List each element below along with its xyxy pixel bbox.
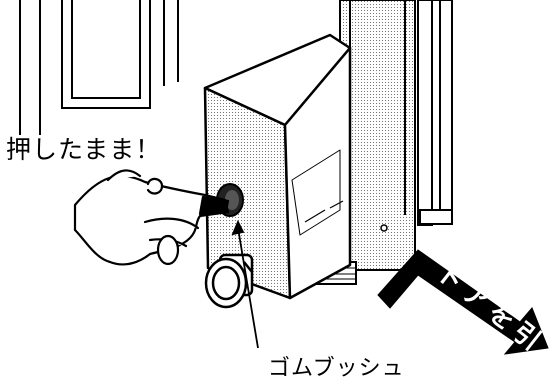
push-and-hold-label: 押したまま！	[6, 135, 162, 164]
pressing-hand	[73, 169, 230, 266]
door-leaf-box	[203, 33, 388, 300]
left-door-frame	[19, 0, 179, 135]
leader-line	[231, 219, 259, 349]
direction-arrow-icon	[377, 249, 549, 355]
rubber-bushing-label: ゴムブッシュ	[268, 356, 405, 381]
